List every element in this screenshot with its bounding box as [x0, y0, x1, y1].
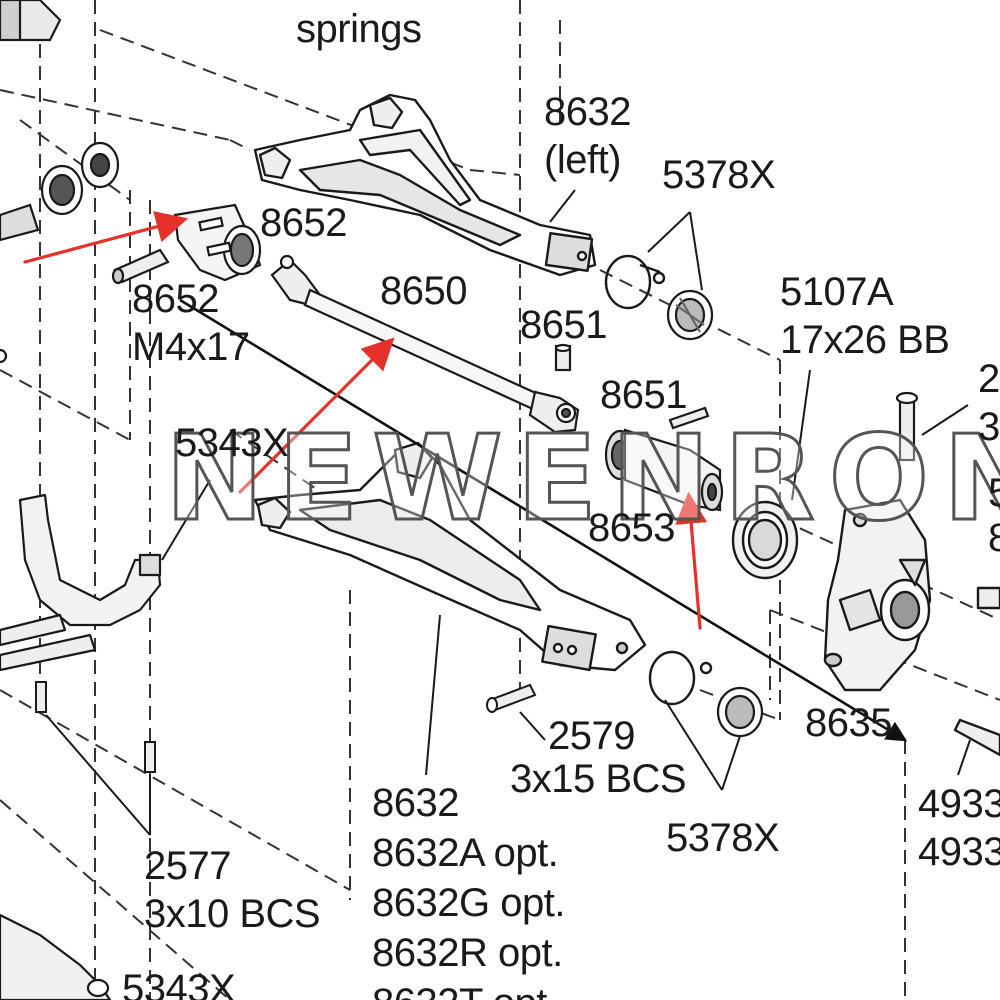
label-5107a-number: 5107A	[780, 270, 894, 314]
lower-suspension-arm	[253, 441, 647, 672]
label-8651-pin: 8651	[520, 303, 607, 347]
label-8651-pin-b: 8651	[600, 373, 687, 417]
label-5107a: 5107A 17x26 BB	[780, 268, 950, 364]
label-8632-lower-item: 8632R opt.	[372, 931, 563, 975]
stub-axle	[604, 406, 724, 512]
label-2577-size: 3x10 BCS	[144, 892, 321, 936]
label-8632-lower-list: 8632 8632A opt. 8632G opt. 8632R opt. 86…	[372, 778, 565, 1000]
label-4933: 4933 4933	[918, 780, 1000, 876]
steering-knuckle	[823, 498, 1000, 757]
label-2579: 2579	[548, 712, 635, 760]
label-5343x-top: 5343X	[175, 421, 289, 465]
label-8635: 8635	[805, 701, 892, 745]
watermark-text: NEWENRON	[164, 409, 1000, 547]
label-5378x-top: 5378X	[662, 153, 776, 197]
upper-suspension-arm	[253, 93, 597, 277]
label-4933-b: 4933	[918, 830, 1000, 874]
label-8653: 8653	[588, 506, 675, 550]
label-2579-size: 3x15 BCS	[510, 757, 687, 801]
bulkhead-bracket	[0, 493, 162, 672]
label-8632-left: 8632 (left)	[544, 88, 631, 184]
label-8632-lower-item: 8632T opt.	[372, 978, 565, 1000]
label-8632-lower-item: 8632G opt.	[372, 881, 565, 925]
label-springs: springs	[296, 7, 422, 51]
hinge-pin	[895, 391, 919, 462]
label-4933-a: 4933	[918, 782, 1000, 826]
label-8652-cup: 8652	[260, 201, 347, 245]
red-annotation-arrows	[23, 211, 708, 630]
label-8632-left-side: (left)	[544, 138, 621, 182]
drive-cup	[111, 203, 262, 285]
label-2577: 2577 3x10 BCS	[144, 842, 321, 938]
label-5378x-bottom: 5378X	[666, 816, 780, 860]
label-8632-lower-item: 8632	[372, 781, 459, 825]
label-partial-5: 5	[988, 471, 1000, 515]
ball-bearing	[731, 500, 799, 580]
label-partial-8: 8	[988, 516, 1000, 560]
label-8652-screw: 8652 M4x17	[132, 275, 250, 371]
screw-2579	[486, 683, 537, 713]
leader-lines	[45, 189, 971, 836]
lower-arm-fragment	[0, 913, 112, 1000]
label-8652-screw-number: 8652	[132, 277, 219, 321]
screws-2577	[35, 681, 156, 773]
label-2579-number: 2579	[548, 714, 635, 758]
label-5343x-bottom: 5343X	[122, 967, 236, 1000]
black-diagonal-arrow	[179, 298, 908, 742]
label-8632-left-number: 8632	[544, 90, 631, 134]
label-partial-3: 3	[978, 405, 1000, 449]
retainer-clip-top	[604, 254, 666, 310]
bushing-top	[666, 289, 714, 341]
label-8650: 8650	[380, 269, 467, 313]
label-8652-screw-size: M4x17	[132, 325, 250, 369]
driveshaft	[270, 254, 580, 434]
retainer-clip-bottom	[648, 650, 713, 706]
label-5107a-bearing-size: 17x26 BB	[780, 318, 950, 362]
label-partial-2: 2	[978, 357, 1000, 401]
label-8632-lower-item: 8632A opt.	[372, 831, 559, 875]
bushing-bottom	[716, 686, 764, 738]
label-2577-number: 2577	[144, 844, 231, 888]
axle-stub-and-bearings	[0, 0, 120, 364]
